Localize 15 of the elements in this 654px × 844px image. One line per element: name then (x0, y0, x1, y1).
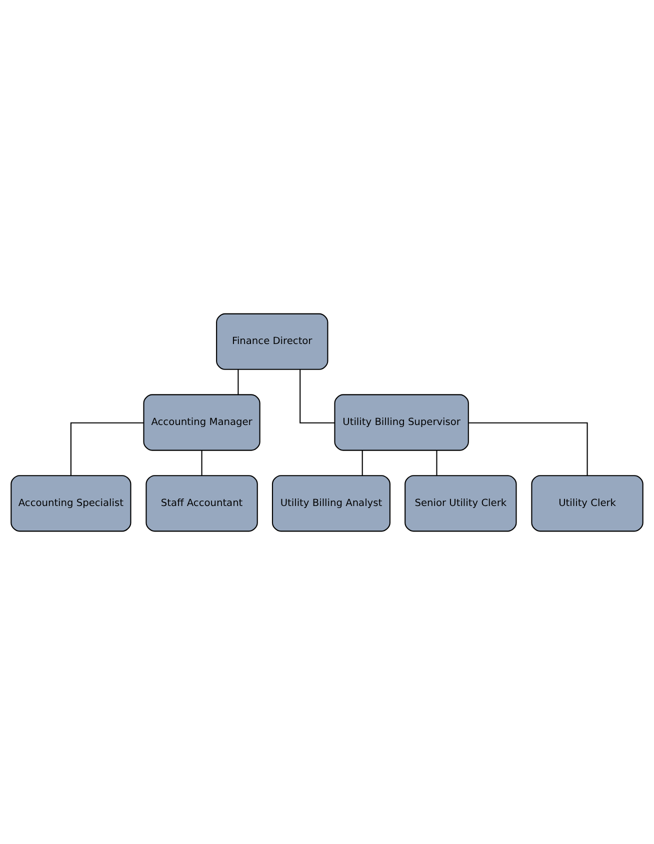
connector (468, 422, 588, 475)
connector (362, 450, 363, 475)
connector (436, 450, 438, 475)
node-box: Utility Billing Analyst (272, 474, 390, 532)
node-box: Senior Utility Clerk (404, 474, 517, 532)
node-box: Finance Director (216, 312, 328, 370)
connector (201, 450, 202, 475)
connector (70, 422, 144, 475)
node-box: Utility Billing Supervisor (334, 394, 469, 450)
node-box: Utility Clerk (531, 474, 644, 532)
connector (300, 369, 335, 423)
node-box: Accounting Manager (143, 394, 260, 450)
node-box: Staff Accountant (146, 474, 258, 532)
node-box: Accounting Specialist (10, 474, 132, 532)
connector (238, 368, 239, 394)
